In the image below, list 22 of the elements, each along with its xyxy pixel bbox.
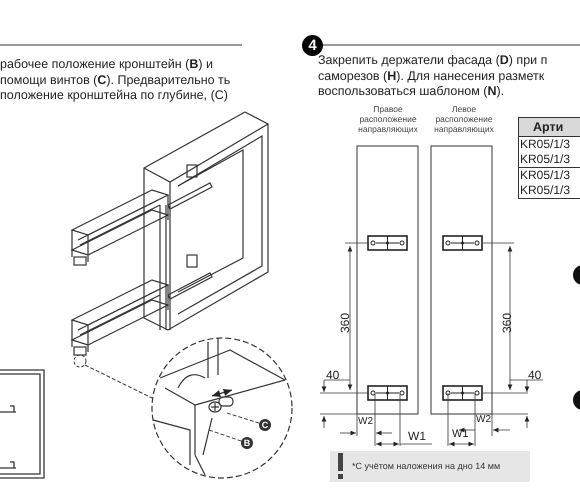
label-text: KR05/1/3 [520,168,570,183]
label-text: W2 [476,414,491,426]
table-header: Арти [518,117,580,137]
label-text: Закрепить держатели фасада (D) при п саморезов (H). Для нанесения разметк воспользоваться шаблоном (N). [318,53,548,100]
label-text: KR05/1/3 [520,183,570,198]
label-text: 40 [326,367,340,384]
label-text: рабочее положение кронштейн (B) и помощи винтов (C). Предварительно ть положение кронштейна по глубине, (C) [0,57,232,104]
label-text: KR05/1/3 [520,137,570,152]
label-text: W2 [358,416,373,428]
label-text: Правое расположение направляющих [357,104,419,134]
callout-letter: B [241,437,253,449]
label-text: 40 [528,367,542,384]
label-text: W1 [408,429,426,443]
label-text: KR05/1/3 [520,152,570,167]
dimension-value: 360 [499,312,515,335]
callout-letter: C [259,419,271,431]
leader-line [226,412,260,424]
label-text: Левое расположение направляющих [433,104,495,134]
leader-line [208,430,242,442]
dimension-value: 360 [337,312,353,335]
step-number: 4 [302,35,323,56]
label-text: *С учётом наложения на дно 14 мм [352,460,500,473]
